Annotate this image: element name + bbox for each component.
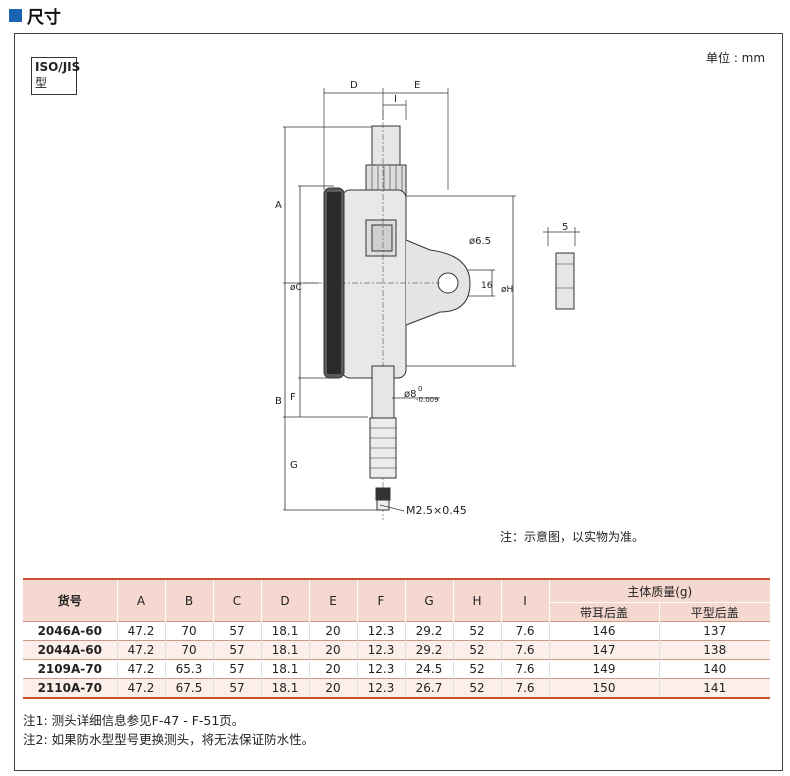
header-col: F — [356, 579, 405, 622]
dim-label-g: G — [290, 460, 298, 471]
badge-line-2: 型 — [35, 76, 48, 90]
header-col: C — [212, 579, 261, 622]
dim-label-h: øH — [501, 285, 513, 295]
cell-value: 52 — [452, 621, 501, 641]
cell-value: 20 — [308, 678, 357, 698]
dim-label-stem-tol-lower: -0.009 — [416, 396, 439, 404]
section-heading: 尺寸 — [9, 4, 61, 28]
cell-mass: 140 — [658, 659, 770, 679]
header-mass: 主体质量(g) — [548, 579, 770, 603]
cell-value: 57 — [212, 621, 261, 641]
spec-table: 货号 A B C D E F G H I 主体质量(g) 带耳后盖 平型后盖 2… — [23, 578, 770, 699]
dim-label-b: B — [275, 396, 282, 407]
dim-label-stem: ø8 — [404, 389, 416, 400]
cell-value: 57 — [212, 640, 261, 660]
header-mass-lug: 带耳后盖 — [548, 602, 659, 622]
header-col: A — [116, 579, 165, 622]
cell-mass: 146 — [548, 621, 659, 641]
cell-value: 70 — [164, 640, 213, 660]
dimension-panel — [14, 33, 783, 771]
cell-value: 29.2 — [404, 640, 453, 660]
heading-marker-icon — [9, 8, 22, 22]
cell-mass: 149 — [548, 659, 659, 679]
cell-value: 70 — [164, 621, 213, 641]
header-col: I — [500, 579, 549, 622]
cell-value: 18.1 — [260, 659, 309, 679]
cell-mass: 137 — [658, 621, 770, 641]
dim-label-hole: ø6.5 — [469, 236, 491, 247]
dim-label-f: F — [290, 392, 296, 403]
cell-value: 67.5 — [164, 678, 213, 698]
cell-value: 7.6 — [500, 659, 549, 679]
cell-value: 7.6 — [500, 621, 549, 641]
cell-value: 52 — [452, 659, 501, 679]
cell-value: 18.1 — [260, 621, 309, 641]
cell-value: 47.2 — [116, 621, 165, 641]
cell-item: 2044A-60 — [23, 640, 117, 660]
cell-value: 47.2 — [116, 678, 165, 698]
cell-value: 29.2 — [404, 621, 453, 641]
cell-mass: 141 — [658, 678, 770, 698]
figure-note: 注：示意图，以实物为准。 — [500, 530, 645, 544]
cell-item: 2110A-70 — [23, 678, 117, 698]
cell-value: 12.3 — [356, 659, 405, 679]
cell-value: 20 — [308, 621, 357, 641]
cell-value: 52 — [452, 678, 501, 698]
dim-label-16: 16 — [481, 281, 493, 291]
header-col: B — [164, 579, 213, 622]
cell-value: 7.6 — [500, 678, 549, 698]
footnote-1: 注1: 测头详细信息参见F-47 - F-51页。 — [23, 713, 245, 728]
cell-value: 47.2 — [116, 640, 165, 660]
cell-value: 26.7 — [404, 678, 453, 698]
dim-label-i: I — [394, 94, 397, 105]
cell-value: 47.2 — [116, 659, 165, 679]
cell-value: 24.5 — [404, 659, 453, 679]
dial-indicator-drawing: D E I A øC B F G øH ø6.5 16 5 ø8 0 -0.00… — [275, 80, 580, 520]
header-mass-flat: 平型后盖 — [658, 602, 770, 622]
cell-value: 52 — [452, 640, 501, 660]
unit-label: 单位 : mm — [706, 51, 766, 65]
dim-label-c: øC — [290, 283, 302, 293]
dim-label-d: D — [350, 80, 358, 91]
cell-mass: 138 — [658, 640, 770, 660]
header-item: 货号 — [57, 594, 82, 608]
cell-value: 12.3 — [356, 640, 405, 660]
header-col: E — [308, 579, 357, 622]
dim-label-thread: M2.5×0.45 — [406, 504, 467, 517]
cell-value: 65.3 — [164, 659, 213, 679]
cell-item: 2046A-60 — [23, 621, 117, 641]
cell-value: 7.6 — [500, 640, 549, 660]
cell-value: 20 — [308, 659, 357, 679]
cell-value: 57 — [212, 678, 261, 698]
cell-value: 57 — [212, 659, 261, 679]
dim-label-e: E — [414, 80, 420, 91]
section-title: 尺寸 — [27, 7, 61, 28]
dim-label-5: 5 — [562, 222, 568, 233]
header-col: H — [452, 579, 501, 622]
cell-value: 18.1 — [260, 678, 309, 698]
cell-value: 12.3 — [356, 678, 405, 698]
header-col: D — [260, 579, 309, 622]
cell-item: 2109A-70 — [23, 659, 117, 679]
cell-mass: 147 — [548, 640, 659, 660]
iso-jis-badge: ISO/JIS 型 — [31, 57, 81, 95]
footnote-2: 注2: 如果防水型型号更换测头，将无法保证防水性。 — [23, 732, 315, 747]
cell-value: 20 — [308, 640, 357, 660]
cell-value: 12.3 — [356, 621, 405, 641]
header-col: G — [404, 579, 453, 622]
badge-line-1: ISO/JIS — [35, 60, 81, 74]
cell-value: 18.1 — [260, 640, 309, 660]
dim-label-stem-tol-upper: 0 — [418, 385, 422, 393]
cell-mass: 150 — [548, 678, 659, 698]
footnotes: 注1: 测头详细信息参见F-47 - F-51页。 注2: 如果防水型型号更换测… — [23, 711, 314, 749]
dim-label-a: A — [275, 200, 282, 211]
